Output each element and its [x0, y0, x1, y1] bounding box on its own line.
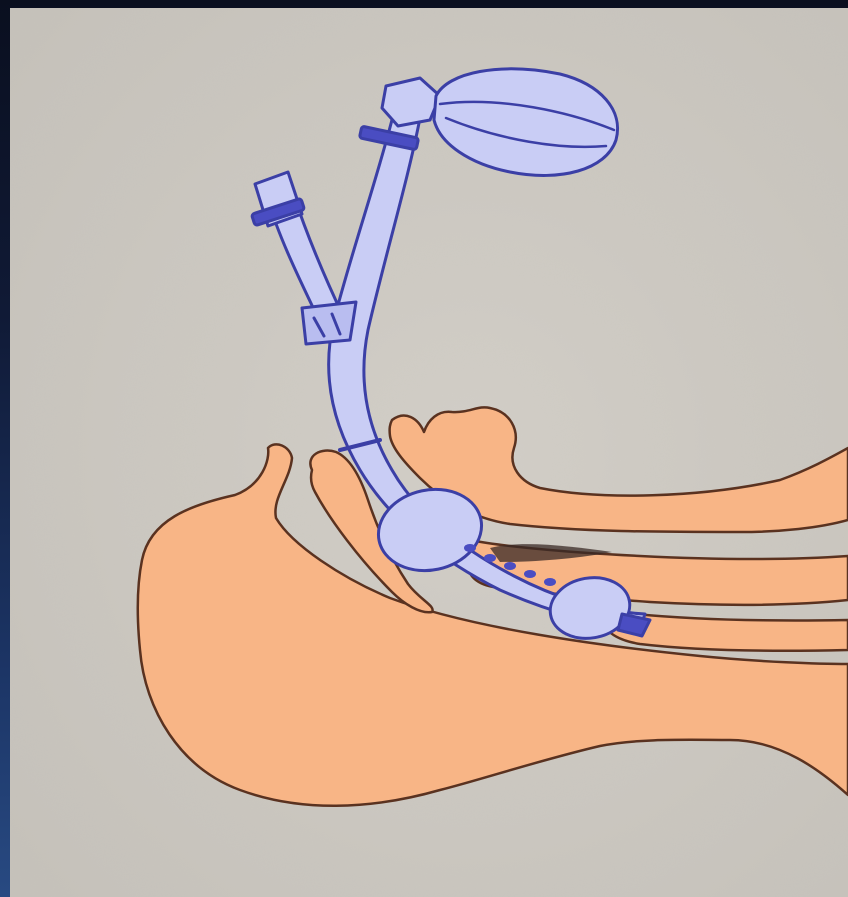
- y-junction: [302, 302, 356, 344]
